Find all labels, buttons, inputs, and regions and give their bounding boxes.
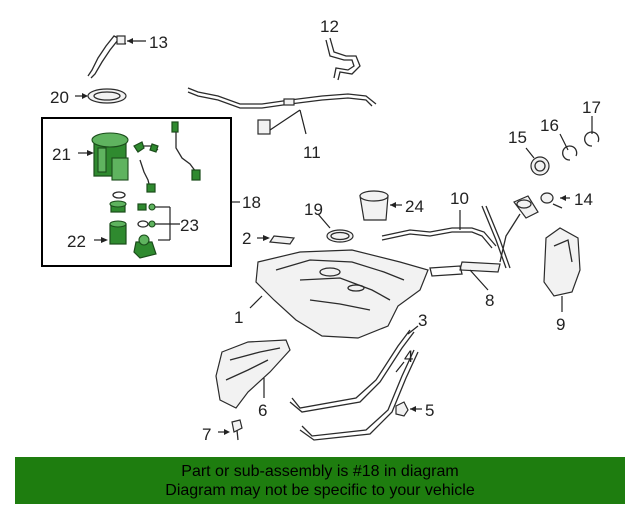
- part-23-pieces[interactable]: [133, 203, 180, 259]
- part-19-gasket[interactable]: [317, 213, 354, 243]
- callout-3: 3: [418, 311, 427, 330]
- callout-22: 22: [67, 232, 86, 251]
- part-16-clip[interactable]: [559, 133, 578, 161]
- callout-18: 18: [242, 193, 261, 212]
- callout-4: 4: [404, 347, 413, 366]
- part-2-pad[interactable]: [257, 235, 296, 245]
- callout-14: 14: [574, 190, 593, 209]
- part-22-filter[interactable]: [94, 220, 127, 245]
- part-filter-parts[interactable]: [109, 191, 127, 213]
- callout-5: 5: [425, 401, 434, 420]
- callout-8: 8: [485, 291, 494, 310]
- part-12-tube[interactable]: [325, 37, 361, 81]
- part-13-hose[interactable]: [87, 35, 146, 79]
- part-pump-wiring[interactable]: [133, 121, 201, 193]
- callout-21: 21: [52, 145, 71, 164]
- part-10-filler-tube[interactable]: [381, 195, 539, 269]
- callout-7: 7: [202, 425, 211, 444]
- parts-diagram: 13 12 20 11 21: [41, 17, 601, 444]
- callout-6: 6: [258, 401, 267, 420]
- subassembly-notice-banner: Part or sub-assembly is #18 in diagram D…: [15, 457, 625, 504]
- callout-11: 11: [303, 143, 321, 162]
- callout-12: 12: [320, 17, 339, 36]
- part-14-cap[interactable]: [540, 192, 570, 209]
- part-5-bolt[interactable]: [395, 401, 422, 417]
- part-7-bolt[interactable]: [218, 419, 243, 441]
- callout-1: 1: [234, 308, 243, 327]
- subassembly-18-box[interactable]: [41, 117, 232, 267]
- callout-19: 19: [304, 200, 323, 219]
- part-21-pump-module[interactable]: [78, 132, 129, 181]
- part-11-tube-assembly[interactable]: [187, 87, 377, 135]
- callout-16: 16: [540, 116, 559, 135]
- callout-24: 24: [405, 197, 424, 216]
- callout-13: 13: [149, 33, 168, 52]
- part-17-clip[interactable]: [584, 116, 600, 147]
- part-20-ring[interactable]: [75, 88, 127, 104]
- callout-10: 10: [450, 189, 469, 208]
- part-6-protector[interactable]: [215, 339, 291, 409]
- callout-17: 17: [582, 98, 601, 117]
- callout-15: 15: [508, 128, 527, 147]
- part-1-fuel-tank[interactable]: [249, 249, 429, 339]
- callout-9: 9: [556, 315, 565, 334]
- part-4-strap[interactable]: [299, 349, 419, 441]
- callout-2: 2: [242, 229, 251, 248]
- callout-20: 20: [50, 88, 69, 107]
- notice-line-2: Diagram may not be specific to your vehi…: [165, 482, 475, 499]
- notice-line-1: Part or sub-assembly is #18 in diagram: [181, 463, 459, 480]
- part-24-canister[interactable]: [359, 190, 402, 221]
- part-15-seal[interactable]: [525, 147, 550, 176]
- callout-23: 23: [180, 216, 199, 235]
- part-3-strap[interactable]: [289, 325, 419, 413]
- part-9-shield[interactable]: [543, 227, 581, 312]
- part-8-bracket[interactable]: [429, 261, 501, 291]
